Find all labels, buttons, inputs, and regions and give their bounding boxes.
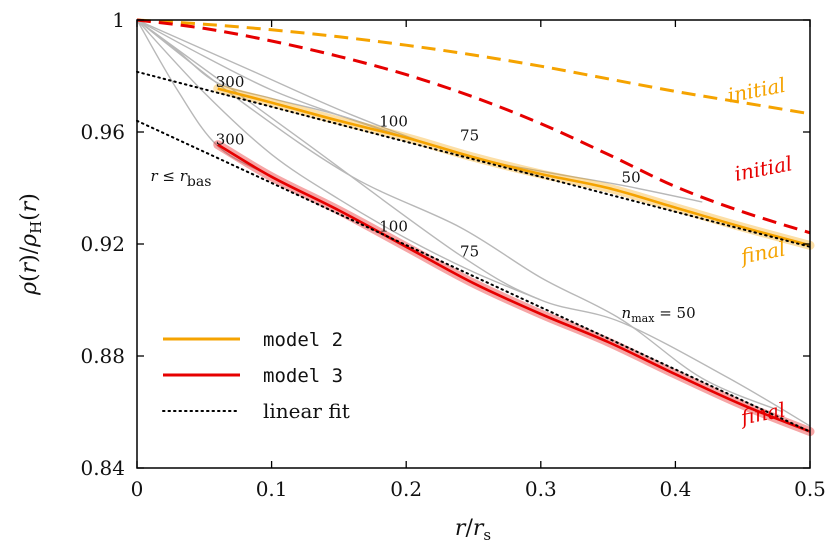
legend-label-model-3: model 3 — [263, 365, 343, 387]
annotation-label: 100 — [379, 217, 408, 235]
annotation-label: 300 — [216, 131, 245, 149]
aux-curve-model3-2 — [136, 19, 784, 413]
y-tick-label: 0.88 — [80, 344, 125, 368]
x-tick-label: 0 — [131, 477, 144, 501]
y-tick-label: 0.92 — [80, 232, 125, 256]
x-tick-label: 0.1 — [256, 477, 288, 501]
series-final-model3 — [217, 143, 811, 433]
x-tick-label: 0.4 — [659, 477, 691, 501]
series-linear-fit-model3 — [136, 119, 811, 433]
y-axis-label: ρ(r)/ρH(r) — [17, 193, 45, 296]
legend: model 2 model 3 linear fit — [162, 329, 350, 423]
curve-label-initial-model3: initial — [732, 151, 794, 186]
annotations: 300 100 75 50 300 100 75 nmax = 50 r ≤ rbas initi… — [150, 73, 794, 430]
aux-curve-model2-2 — [136, 19, 703, 203]
aux-curve-model3-0 — [136, 19, 407, 248]
fit-lines — [136, 70, 811, 433]
series-linear-fit-model2 — [136, 70, 811, 248]
aux-curve-model3-1 — [136, 19, 542, 301]
series-initial-model3 — [136, 18, 811, 235]
curve-label-initial-model2: initial — [726, 73, 788, 108]
y-tick-label: 1 — [112, 8, 125, 32]
annotation-label: nmax = 50 — [622, 304, 696, 325]
annotation-label: 75 — [460, 126, 479, 144]
annotation-label: 50 — [622, 168, 641, 186]
series-final-model2 — [217, 87, 811, 247]
legend-label-linear-fit: linear fit — [263, 399, 350, 423]
annotation-label: r ≤ rbas — [150, 167, 211, 190]
x-tick-label: 0.3 — [525, 477, 557, 501]
annotation-label: 100 — [379, 112, 408, 130]
curve-label-final-model2: final — [737, 236, 787, 268]
series-initial-model2 — [136, 18, 811, 116]
aux-curve-model3-3 — [136, 19, 811, 427]
annotation-label: 75 — [460, 243, 479, 261]
x-tick-label: 0.5 — [794, 477, 826, 501]
y-tick-label: 0.84 — [80, 456, 125, 480]
legend-label-model-2: model 2 — [263, 329, 343, 351]
x-tick-label: 0.2 — [390, 477, 422, 501]
y-tick-label: 0.96 — [80, 120, 125, 144]
axis-ticks: 0 0.1 0.2 0.3 0.4 0.5 0.84 0.88 0.92 0.96 1 — [80, 8, 825, 501]
x-axis-label: r/rs — [455, 516, 491, 544]
annotation-label: 300 — [216, 73, 245, 91]
series-lines — [136, 18, 811, 433]
